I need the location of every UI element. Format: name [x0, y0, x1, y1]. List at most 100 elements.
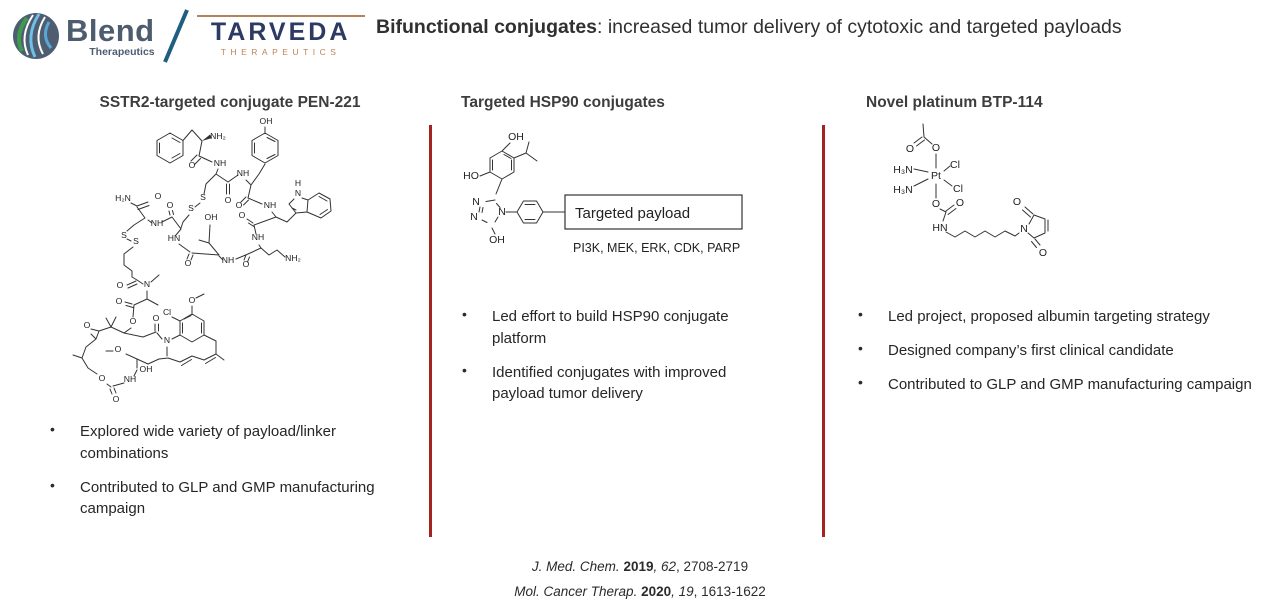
atom-label: OH	[508, 131, 524, 143]
atom-label: O	[906, 143, 914, 155]
citation-year: 2020	[637, 584, 672, 599]
atom-label: O	[243, 259, 250, 269]
atom-label: O	[153, 313, 160, 323]
atom-label: NH	[237, 168, 249, 178]
citation-line: J. Med. Chem. 2019, 62, 2708-2719	[0, 554, 1280, 579]
column-heading-pen221: SSTR2-targeted conjugate PEN-221	[99, 94, 361, 111]
bullet-text: Led effort to build HSP90 conjugate plat…	[492, 308, 729, 347]
column-heading-btp114: Novel platinum BTP-114	[866, 94, 1043, 111]
column-heading-hsp90: Targeted HSP90 conjugates	[461, 94, 665, 111]
bullet-marker: •	[50, 476, 55, 493]
atom-label: O	[167, 200, 174, 210]
bullet-text: Explored wide variety of payload/linker …	[80, 423, 336, 462]
atom-label: Cl	[163, 307, 171, 317]
targeted-payload-box	[564, 194, 743, 230]
atom-label: O	[116, 296, 123, 306]
atom-label: NH	[151, 218, 163, 228]
atom-label: O	[115, 344, 122, 354]
citation-journal: Mol. Cancer Therap.	[514, 584, 638, 599]
column-divider-left	[429, 125, 432, 537]
bullet-text: Led project, proposed albumin targeting …	[888, 308, 1210, 325]
atom-label: O	[932, 198, 940, 210]
atom-label: OH	[260, 116, 273, 126]
atom-label: HO	[463, 170, 479, 182]
atom-label: Cl	[953, 183, 963, 195]
atom-label: O	[117, 280, 124, 290]
atom-label: O	[189, 295, 196, 305]
atom-label: N	[498, 206, 506, 218]
btp114-bullet-list: • Led project, proposed albumin targetin…	[858, 306, 1270, 395]
atom-label: O	[239, 210, 246, 220]
citation-pages: , 1613-1622	[693, 584, 766, 599]
atom-label: O	[189, 160, 196, 170]
btp114-structure-drawing: O O H₃N H₃N Pt Cl Cl O O HN N O O	[893, 123, 1049, 259]
atom-label: H₃N	[893, 164, 912, 176]
bullet-marker: •	[858, 339, 863, 356]
atom-label: NH₂	[210, 131, 226, 141]
atom-label: NH	[222, 255, 234, 265]
atom-label: OH	[140, 364, 153, 374]
atom-label: O	[236, 200, 243, 210]
atom-label: N	[144, 279, 150, 289]
bullet-marker: •	[858, 306, 863, 322]
atom-label: Pt	[931, 170, 941, 182]
atom-label: O	[1013, 196, 1021, 208]
slide-title: Bifunctional conjugates: increased tumor…	[376, 16, 1122, 39]
bullet-item: • Designed company’s first clinical cand…	[858, 340, 1270, 362]
logo-lockup: Blend Therapeutics TARVEDA THERAPEUTICS	[10, 6, 365, 66]
bullet-text: Identified conjugates with improved payl…	[492, 363, 727, 403]
atom-label: HN	[168, 233, 180, 243]
atom-label: O	[113, 394, 120, 404]
pen221-bullet-list: • Explored wide variety of payload/linke…	[50, 421, 380, 520]
tarveda-rule	[196, 14, 365, 17]
bullet-item: • Contributed to GLP and GMP manufacturi…	[858, 374, 1270, 396]
bullet-marker: •	[462, 306, 467, 322]
atom-label: O	[185, 258, 192, 268]
targeted-payload-label: Targeted payload	[575, 205, 690, 222]
atom-label: N	[472, 196, 480, 208]
citation-volume: , 19	[671, 584, 694, 599]
citation-year: 2019	[619, 559, 654, 574]
atom-label: NH₂	[285, 253, 301, 263]
atom-label: N	[470, 211, 478, 223]
atom-label: NH	[252, 232, 264, 242]
atom-label: NH	[264, 200, 276, 210]
atom-label: O	[956, 197, 964, 209]
atom-label: H₃N	[893, 184, 912, 196]
atom-label: NH	[214, 158, 226, 168]
blend-subtitle: Therapeutics	[89, 45, 155, 58]
blend-wordmark: Blend	[66, 12, 155, 48]
hsp90-bullet-list: • Led effort to build HSP90 conjugate pl…	[462, 306, 777, 405]
tarveda-logo: TARVEDA THERAPEUTICS	[196, 14, 365, 58]
bullet-item: • Identified conjugates with improved pa…	[462, 362, 777, 406]
atom-label: S	[188, 203, 194, 213]
blend-sphere-icon	[13, 13, 59, 59]
atom-label: S	[121, 230, 127, 240]
bullet-item: • Led effort to build HSP90 conjugate pl…	[462, 306, 777, 350]
blend-logo: Blend Therapeutics	[10, 10, 155, 62]
slide-title-strong: Bifunctional conjugates	[376, 16, 598, 38]
atom-label: O	[130, 316, 137, 326]
citation-volume: , 62	[653, 559, 677, 574]
bullet-item: • Explored wide variety of payload/linke…	[50, 421, 380, 465]
citation-line: Mol. Cancer Therap. 2020, 19, 1613-1622	[0, 579, 1280, 604]
bullet-marker: •	[858, 373, 863, 390]
atom-label: H	[295, 178, 301, 188]
bullet-item: • Contributed to GLP and GMP manufacturi…	[50, 477, 380, 521]
bullet-text: Contributed to GLP and GMP manufacturing…	[888, 375, 1252, 393]
slide-title-rest: : increased tumor delivery of cytotoxic …	[597, 16, 1122, 38]
column-divider-right	[822, 125, 825, 537]
atom-label: O	[155, 191, 162, 201]
citation-journal: J. Med. Chem.	[531, 559, 620, 574]
logo-slash-divider	[162, 9, 189, 63]
atom-label: O	[99, 373, 106, 383]
bullet-text: Designed company’s first clinical candid…	[888, 341, 1174, 359]
atom-label: HN	[932, 222, 947, 234]
atom-label: N	[164, 335, 170, 345]
atom-label: O	[1039, 247, 1047, 259]
tarveda-subtitle: THERAPEUTICS	[220, 47, 341, 58]
bullet-marker: •	[462, 361, 467, 378]
atom-label: O	[225, 195, 232, 205]
payload-targets-list: PI3K, MEK, ERK, CDK, PARP	[573, 241, 740, 255]
hsp90-structure-drawing: OH HO N N N OH Targeted payload PI3K, ME…	[463, 131, 743, 255]
